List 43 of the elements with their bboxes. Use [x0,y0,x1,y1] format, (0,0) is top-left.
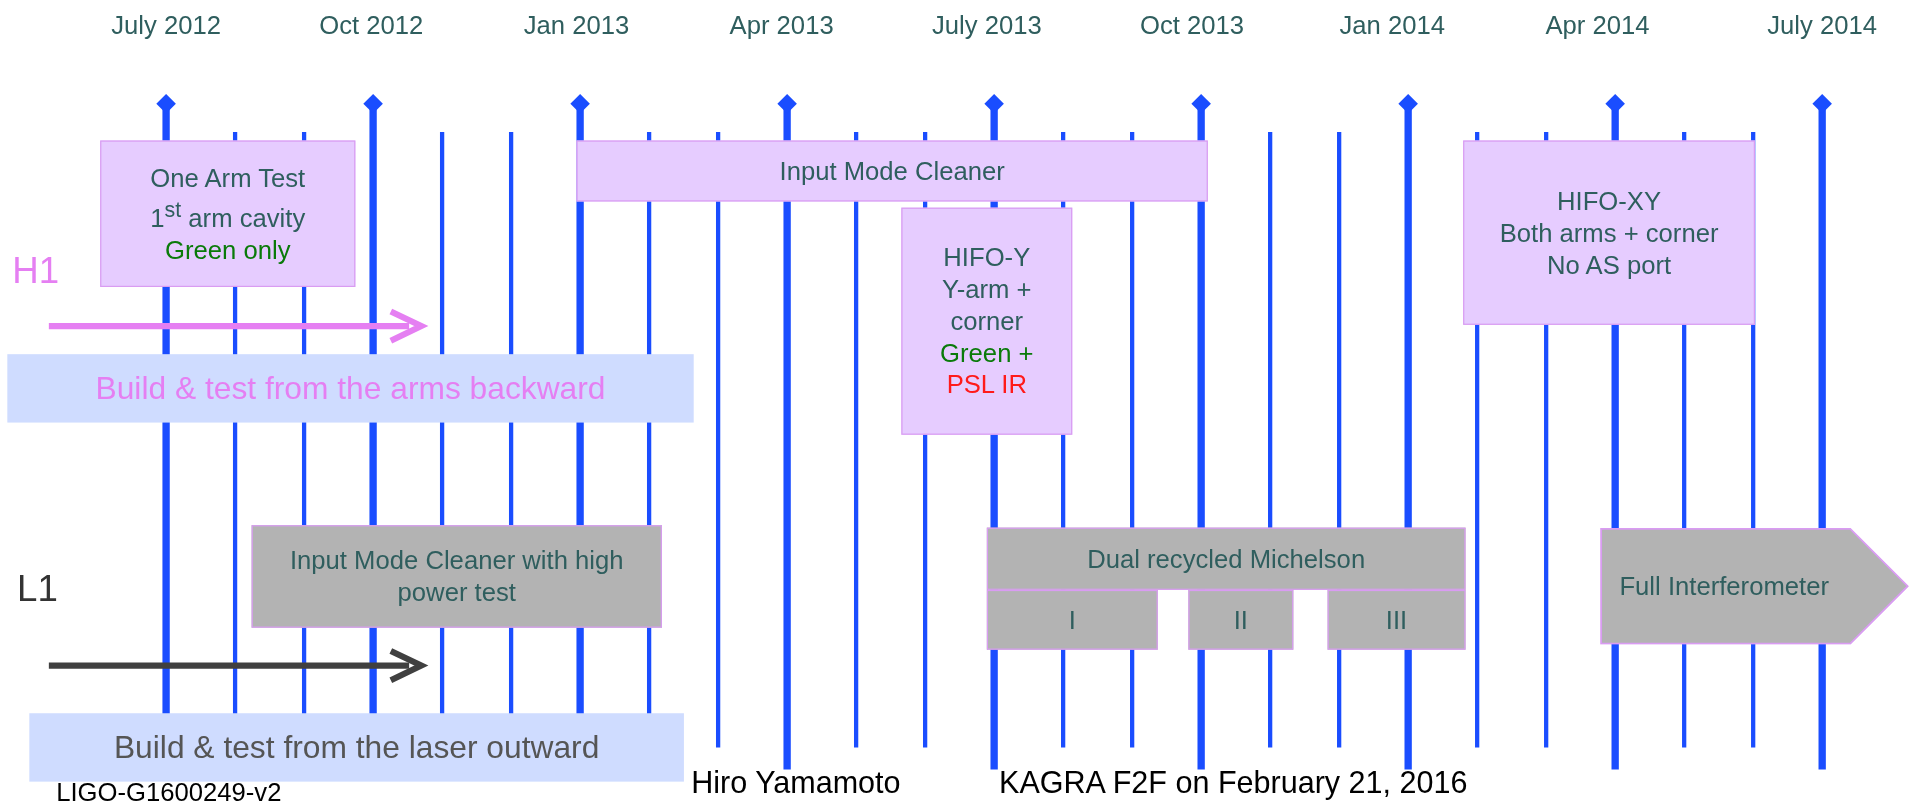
box-title: Build & test from the laser outward [113,731,600,764]
box-text: PSL IR [946,369,1027,401]
box-title: III [1385,604,1408,636]
footer-text: KAGRA F2F on February 21, 2016 [999,764,1468,800]
task-box [251,525,662,628]
row-label: L1 [17,567,58,610]
box-title: One Arm Test [150,162,306,194]
footer-text: Hiro Yamamoto [691,764,901,800]
box-text: Y-arm + corner [941,273,1033,337]
box-title: II [1233,604,1248,636]
date-label: Jan 2013 [522,10,631,42]
task-bar [986,527,1466,590]
box-title: HIFO-XY [1557,185,1662,217]
date-label: July 2014 [1766,10,1879,42]
task-bar [576,140,1208,202]
box-title: Input Mode Cleaner with high power test [288,544,625,608]
task-box [1463,140,1755,325]
box-text: Both arms + corner [1499,217,1719,249]
date-label: July 2013 [930,10,1043,42]
date-label: Oct 2012 [318,10,425,42]
box-title: HIFO-Y [943,242,1031,274]
strategy-band [29,713,684,782]
box-text: Green + [940,337,1034,369]
phase-box [986,589,1158,650]
date-label: Apr 2014 [1544,10,1651,42]
date-label: July 2012 [110,10,222,42]
row-label: H1 [12,250,60,292]
box-title: Input Mode Cleaner [779,155,1005,187]
box-text: 1$^{st}$ arm cavity [150,196,306,234]
date-label: Jan 2014 [1338,10,1447,42]
box-title: Build & test from the arms backward [95,372,606,405]
milestone-label: Full Interferometer [1619,570,1829,602]
phase-box [1188,589,1294,650]
box-title: I [1068,604,1076,636]
task-box [100,140,356,287]
box-text: Green only [165,234,291,266]
date-label: Oct 2013 [1138,10,1246,42]
phase-box [1327,589,1466,650]
box-text: No AS port [1547,248,1672,281]
strategy-band [7,354,694,423]
task-box [901,207,1073,435]
box-title: Dual recycled Michelson [1087,543,1366,575]
date-label: Apr 2013 [728,10,835,42]
